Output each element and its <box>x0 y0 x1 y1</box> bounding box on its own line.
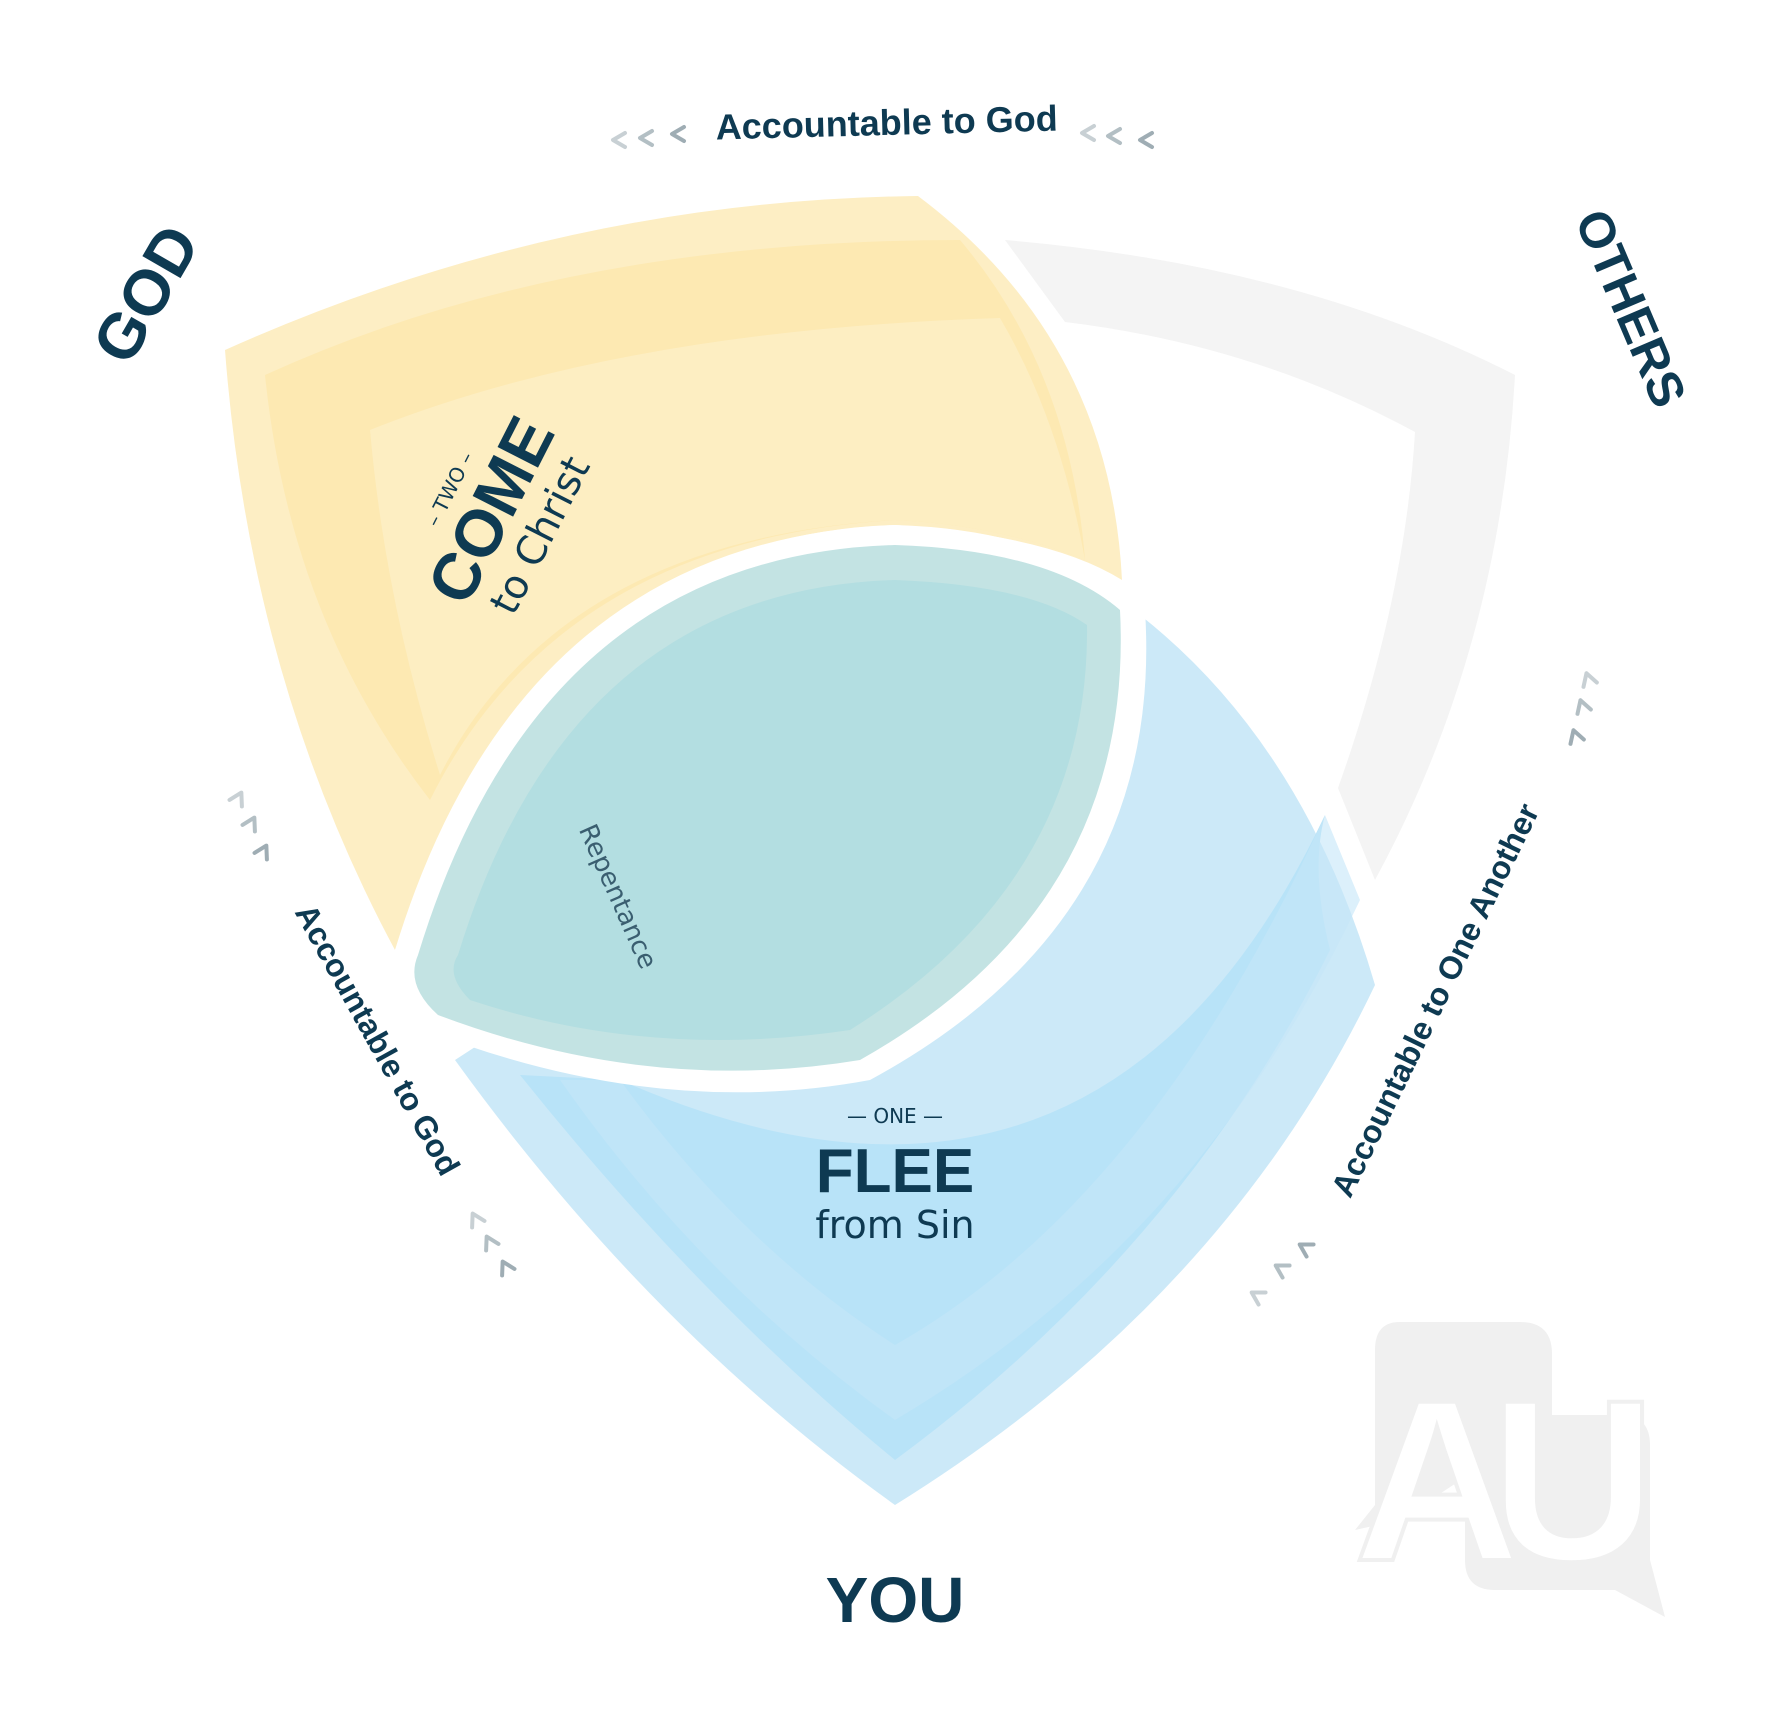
come-region <box>225 196 1122 950</box>
repentance-inner <box>453 580 1088 1040</box>
flee-title: FLEE <box>816 1137 974 1206</box>
flee-subtitle: from Sin <box>815 1203 974 1247</box>
chevron-icon <box>227 790 244 809</box>
chevron-icon <box>240 815 257 834</box>
chevron-icon <box>1138 131 1154 149</box>
chevron-icon <box>670 125 686 143</box>
god-label: GOD <box>78 213 213 375</box>
chevron-icon <box>1575 698 1593 716</box>
chevron-icon <box>1106 127 1122 145</box>
chevron-icon <box>1297 1242 1316 1259</box>
chevron-icon <box>1080 124 1096 142</box>
chevron-icon <box>484 1234 501 1253</box>
come-core <box>370 318 1085 775</box>
flee-inner <box>520 815 1330 1460</box>
chevron-icon <box>500 1259 517 1278</box>
chevron-icon <box>611 131 627 149</box>
au-logo: AU <box>1352 1322 1675 1617</box>
you-label: YOU <box>826 1564 965 1636</box>
chevron-markers <box>227 124 1599 1307</box>
flee-outer <box>455 615 1375 1505</box>
flee-region <box>455 615 1375 1505</box>
top-arc-label: Accountable to God <box>715 98 1058 148</box>
logo-text: AU <box>1354 1352 1643 1609</box>
one-number: — ONE — <box>847 1104 943 1128</box>
chevron-icon <box>1273 1263 1292 1280</box>
chevron-icon <box>1581 671 1599 689</box>
others-label: OTHERS <box>1564 202 1697 416</box>
logo-bubble-front <box>1465 1415 1665 1617</box>
others-band <box>1005 240 1515 880</box>
chevron-icon <box>1568 728 1586 746</box>
chevron-icon <box>252 843 269 862</box>
chevron-icon <box>1249 1290 1268 1307</box>
repentance-region <box>380 525 1147 1093</box>
chevron-icon <box>638 129 654 147</box>
chevron-icon <box>470 1211 487 1230</box>
flee-core <box>560 815 1360 1420</box>
logo-bubble-back <box>1355 1322 1552 1530</box>
